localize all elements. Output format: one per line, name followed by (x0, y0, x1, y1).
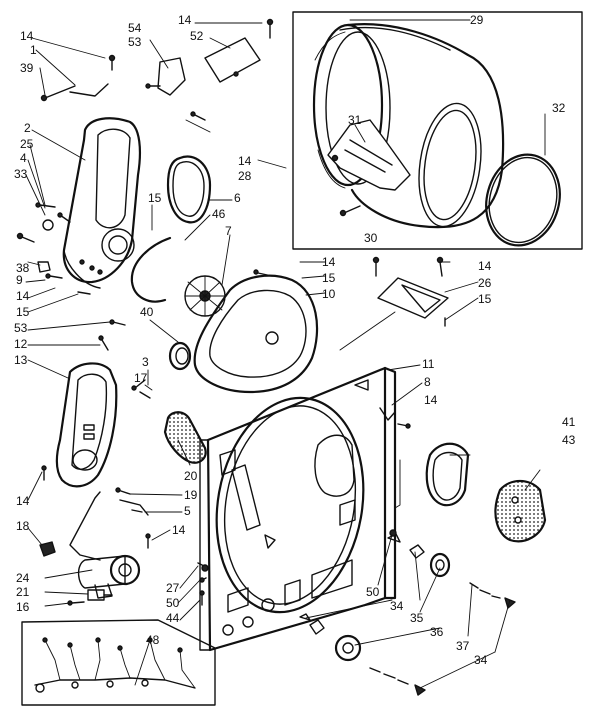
callout-31: 31 (348, 113, 362, 127)
callout-44: 44 (166, 611, 180, 625)
callout-34-a: 34 (390, 599, 404, 613)
callout-10: 10 (322, 287, 336, 301)
callout-18: 18 (16, 519, 30, 533)
callout-14-f: 14 (478, 259, 492, 273)
callout-32: 32 (552, 101, 566, 115)
callout-29: 29 (470, 13, 484, 27)
top-brackets (157, 37, 261, 96)
callout-14-d: 14 (16, 289, 30, 303)
callout-6: 6 (234, 191, 241, 205)
wire-harness-upper (69, 491, 149, 561)
callout-14-e: 14 (322, 255, 336, 269)
blower-housing (193, 274, 319, 394)
drum-roller-assembly (299, 533, 516, 696)
callout-35: 35 (410, 611, 424, 625)
callout-43: 43 (562, 433, 576, 447)
callout-15-b: 15 (16, 305, 30, 319)
wiring-harness-inset (21, 619, 216, 706)
callout-14-b: 14 (178, 13, 192, 27)
callout-33: 33 (14, 167, 28, 181)
callout-27: 27 (166, 581, 180, 595)
drum-baffle (327, 119, 411, 191)
drive-belt (166, 155, 212, 224)
drum-inset (292, 11, 583, 250)
callout-50-a: 50 (166, 596, 180, 610)
callout-14-h: 14 (16, 494, 30, 508)
lint-duct (55, 362, 118, 488)
callout-53-b: 53 (14, 321, 28, 335)
callout-11: 11 (422, 357, 435, 371)
thermostat (87, 589, 113, 601)
rear-bulkhead-bracket (62, 117, 141, 289)
callout-52: 52 (190, 29, 204, 43)
hardware-screws (16, 18, 446, 606)
callout-9: 9 (16, 273, 23, 287)
callout-26: 26 (478, 276, 492, 290)
door-plate (494, 479, 547, 543)
drive-motor (77, 554, 141, 599)
callout-2: 2 (24, 121, 31, 135)
callout-20: 20 (184, 469, 198, 483)
callout-41: 41 (562, 415, 576, 429)
idler-spring (130, 236, 172, 303)
callout-19: 19 (184, 488, 198, 502)
callout-13: 13 (14, 353, 28, 367)
callout-12: 12 (14, 337, 28, 351)
callout-36: 36 (430, 625, 444, 639)
callout-39: 39 (20, 61, 34, 75)
callout-53-a: 53 (128, 35, 142, 49)
callout-48: 48 (146, 633, 160, 647)
callout-30: 30 (364, 231, 378, 245)
blower-wheel (184, 275, 226, 317)
callout-38: 38 (16, 261, 30, 275)
callout-15-c: 15 (322, 271, 336, 285)
drum-seal-ring (485, 153, 561, 247)
callout-40: 40 (140, 305, 154, 319)
seal-40 (168, 341, 192, 371)
callout-46: 46 (212, 207, 226, 221)
callout-25: 25 (20, 137, 34, 151)
callout-15-d: 15 (478, 292, 492, 306)
leader-lines (25, 19, 546, 689)
callout-50-b: 50 (366, 585, 380, 599)
callout-54: 54 (128, 21, 142, 35)
switch-18-icon (39, 541, 56, 557)
callout-14-a: 14 (20, 29, 34, 43)
callout-24: 24 (16, 571, 30, 585)
callout-7: 7 (225, 224, 232, 238)
callout-14-c: 14 (238, 154, 252, 168)
door-seal (425, 442, 470, 507)
callout-17: 17 (134, 371, 148, 385)
front-bulkhead (199, 366, 397, 652)
drum-inset-frame (292, 11, 583, 250)
callout-28: 28 (238, 169, 252, 183)
lint-filter (163, 411, 207, 464)
callout-3: 3 (142, 355, 149, 369)
rear-support-bracket (377, 277, 449, 319)
drum (312, 23, 505, 229)
callout-14-g: 14 (424, 393, 438, 407)
callout-14-i: 14 (172, 523, 186, 537)
callout-1: 1 (30, 43, 37, 57)
callout-4: 4 (20, 151, 27, 165)
callout-37: 37 (456, 639, 470, 653)
screw-30-icon (339, 205, 361, 217)
callout-5: 5 (184, 504, 191, 518)
callout-16: 16 (16, 600, 30, 614)
callout-21: 21 (16, 585, 30, 599)
callout-15-a: 15 (148, 191, 162, 205)
callout-34-b: 34 (474, 653, 488, 667)
callout-8: 8 (424, 375, 431, 389)
callout-labels: 14 1 39 54 53 14 52 29 32 31 2 25 4 33 1… (14, 13, 576, 667)
